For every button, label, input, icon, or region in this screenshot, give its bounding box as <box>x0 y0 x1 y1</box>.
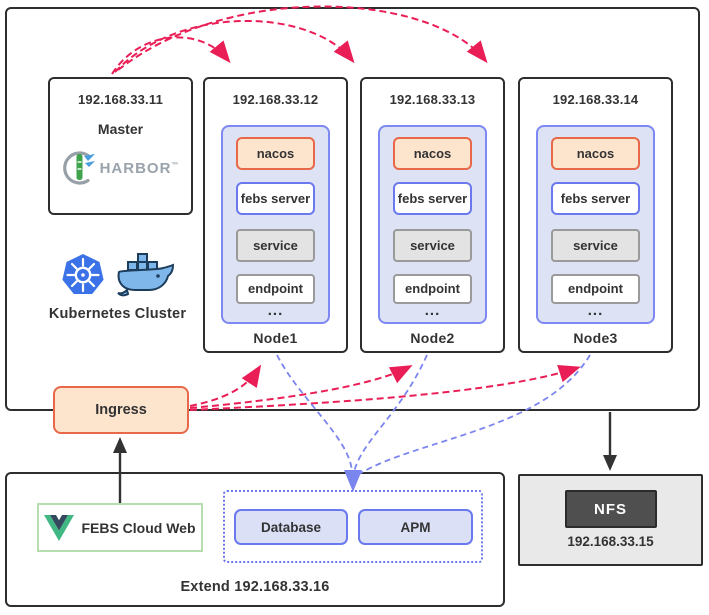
master-ip: 192.168.33.11 <box>77 92 164 107</box>
node3-pod-panel: nacos febs server service endpoint ... <box>536 125 655 324</box>
harbor-wordmark: HARBOR™ <box>99 159 180 177</box>
febs-server-pod: febs server <box>236 182 315 215</box>
ingress-box: Ingress <box>53 386 189 434</box>
node2-label: Node2 <box>410 330 455 346</box>
more-pods-ellipsis: ... <box>587 302 604 319</box>
database-label: Database <box>260 519 322 535</box>
nacos-pod: nacos <box>551 137 640 170</box>
master-label: Master <box>97 121 144 137</box>
harbor-logo: HARBOR™ <box>50 149 191 187</box>
cluster-branding: Kubernetes Cluster <box>30 250 205 322</box>
node3-ip: 192.168.33.14 <box>552 92 639 107</box>
node2-pod-panel: nacos febs server service endpoint ... <box>378 125 487 324</box>
docker-whale-icon <box>116 253 174 297</box>
ingress-label: Ingress <box>95 402 147 418</box>
more-pods-ellipsis: ... <box>424 302 441 319</box>
cluster-label: Kubernetes Cluster <box>48 306 187 322</box>
node1-ip: 192.168.33.12 <box>232 92 319 107</box>
service-pod: service <box>236 229 315 262</box>
febs-cloud-web-box: FEBS Cloud Web <box>37 503 203 552</box>
node2-ip: 192.168.33.13 <box>389 92 476 107</box>
master-node-box: 192.168.33.11 Master HARBOR™ <box>48 77 193 215</box>
nfs-ip: 192.168.33.15 <box>567 534 654 549</box>
nfs-server-box: NFS 192.168.33.15 <box>518 474 703 566</box>
service-pod: service <box>393 229 472 262</box>
apm-box: APM <box>358 509 473 545</box>
database-box: Database <box>234 509 348 545</box>
febs-server-pod: febs server <box>393 182 472 215</box>
nacos-pod: nacos <box>393 137 472 170</box>
nfs-label: NFS <box>594 500 627 518</box>
endpoint-pod: endpoint <box>551 274 640 304</box>
extend-label: Extend 192.168.33.16 <box>180 579 330 595</box>
node2-box: 192.168.33.13 nacos febs server service … <box>360 77 505 353</box>
node1-label: Node1 <box>253 330 298 346</box>
node3-label: Node3 <box>573 330 618 346</box>
kubernetes-icon <box>61 254 104 294</box>
harbor-lighthouse-icon <box>62 151 95 185</box>
apm-label: APM <box>400 519 431 535</box>
febs-cloud-web-label: FEBS Cloud Web <box>81 519 196 536</box>
endpoint-pod: endpoint <box>393 274 472 304</box>
nfs-badge: NFS <box>564 490 657 528</box>
febs-server-pod: febs server <box>551 182 640 215</box>
endpoint-pod: endpoint <box>236 274 315 304</box>
vue-logo-icon <box>44 514 75 541</box>
node1-pod-panel: nacos febs server service endpoint ... <box>221 125 330 324</box>
more-pods-ellipsis: ... <box>267 302 284 319</box>
nacos-pod: nacos <box>236 137 315 170</box>
service-pod: service <box>551 229 640 262</box>
node3-box: 192.168.33.14 nacos febs server service … <box>518 77 673 353</box>
node1-box: 192.168.33.12 nacos febs server service … <box>203 77 348 353</box>
